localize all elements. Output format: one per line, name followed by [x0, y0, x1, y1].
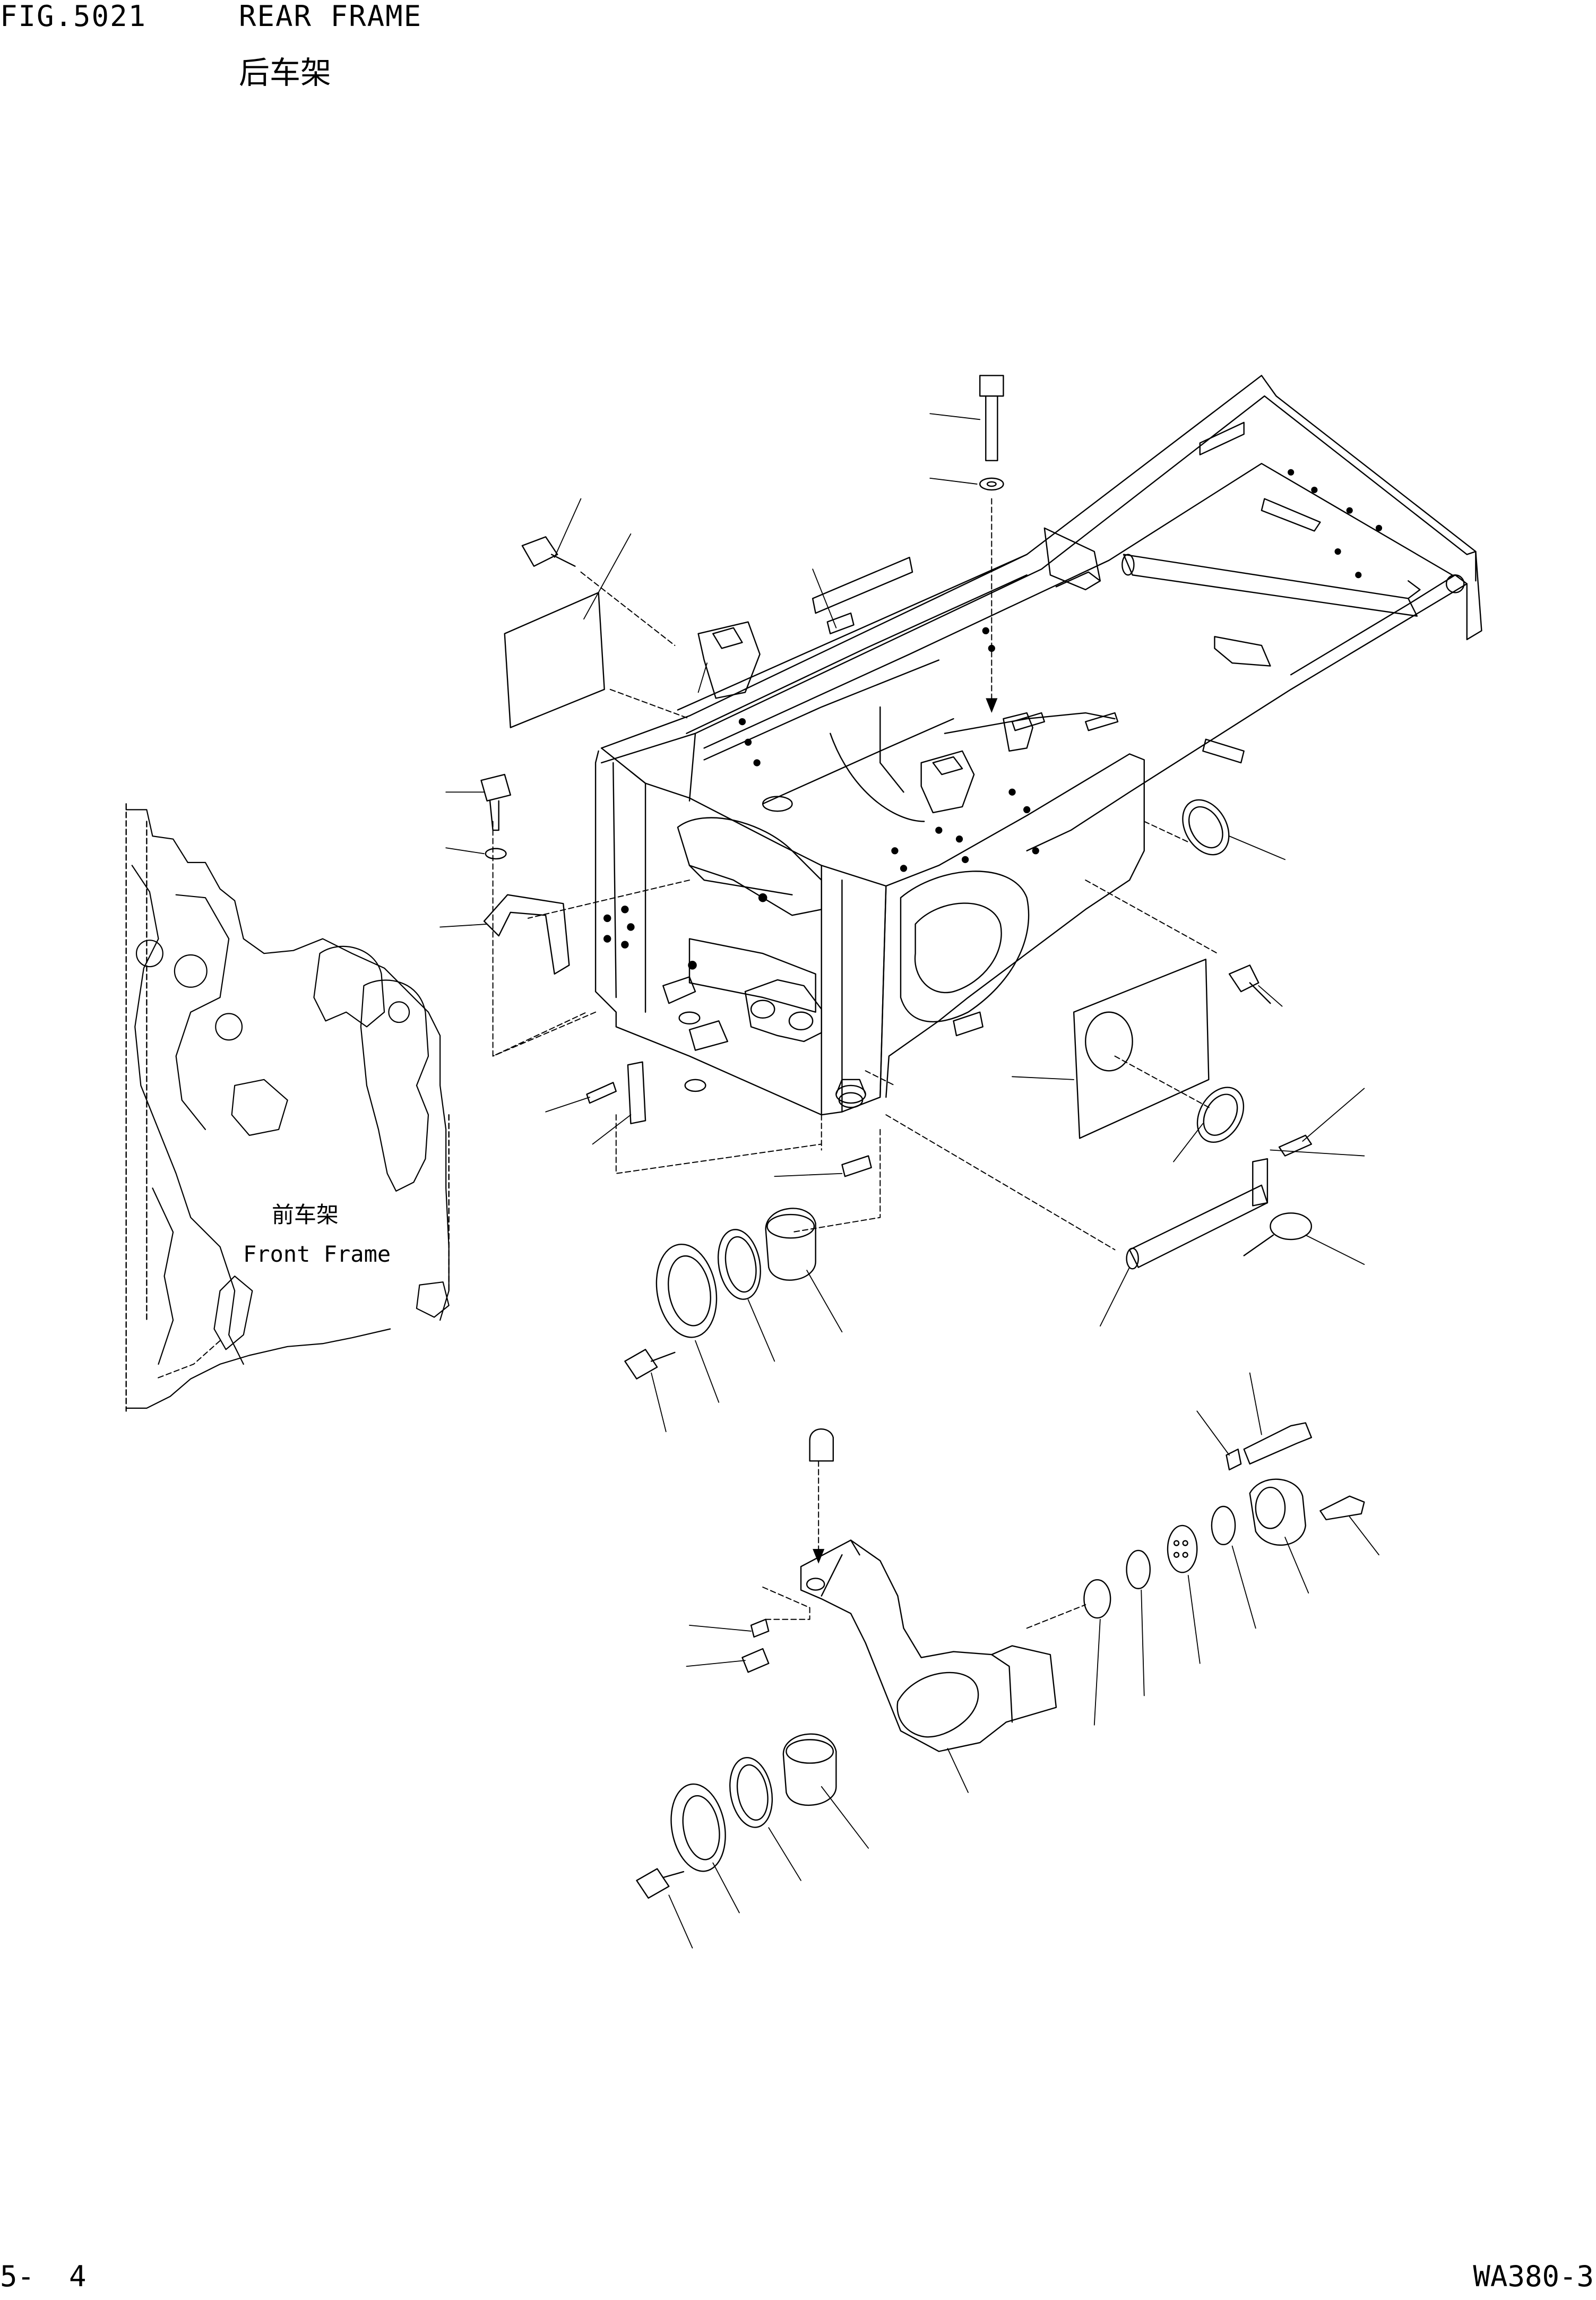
rear-frame-body	[596, 375, 1481, 1115]
frame-dashed-assembly-lines	[156, 499, 1218, 1379]
front-frame-label: Front Frame	[243, 1241, 391, 1267]
axle-support	[636, 1423, 1364, 1898]
axle-dashed-assembly-lines	[763, 1461, 1085, 1628]
leader-lines	[440, 414, 1379, 1948]
figure-title: REAR FRAME	[239, 0, 422, 33]
model-number: WA380-3	[1473, 2260, 1594, 2293]
front-frame-label-cn: 前车架	[272, 1202, 339, 1228]
pivot-parts	[625, 1209, 815, 1379]
front-frame-outline	[126, 809, 449, 1408]
frame-hardware	[481, 375, 1312, 1269]
page-number: 5- 4	[0, 2260, 87, 2293]
figure-number: FIG.5021	[0, 0, 147, 33]
rear-frame-rivet-holes	[603, 469, 1383, 970]
front-frame-edge-dashes	[126, 804, 449, 1411]
direction-arrows	[813, 698, 998, 1564]
figure-title-cn: 后车架	[239, 55, 332, 91]
